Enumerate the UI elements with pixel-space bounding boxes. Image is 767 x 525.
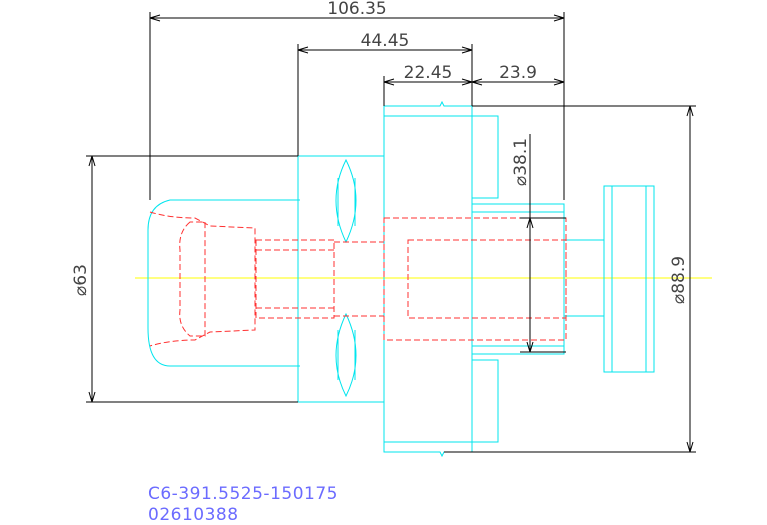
arrowheads: [149, 14, 565, 22]
dim-shank-diameter: ⌀38.1: [511, 138, 531, 186]
collet-bore-inner: [179, 221, 206, 337]
dim-collet-diameter: ⌀63: [71, 264, 91, 296]
part-number-code: C6-391.5525-150175: [148, 484, 338, 504]
arrowheads: [383, 78, 473, 86]
spindle-bore-inner: [407, 239, 567, 319]
arrowheads: [297, 46, 473, 54]
collet-slot-upper: [335, 158, 357, 244]
arrowheads: [526, 217, 534, 353]
collet-nose: [147, 199, 300, 367]
collet-body: [297, 155, 385, 403]
nut-recess: [255, 239, 335, 319]
arrowheads: [686, 105, 694, 453]
spindle-bore: [383, 217, 567, 341]
collet-slot-lower: [335, 312, 357, 398]
arrowheads: [471, 78, 565, 86]
drive-key-upper: [471, 115, 499, 199]
dim-flange-width: 22.45: [404, 63, 453, 83]
dim-flange-diameter: ⌀88.9: [669, 256, 689, 304]
dim-overall-length: 106.35: [327, 0, 386, 19]
part-number-id: 02610388: [148, 505, 239, 525]
part-outline: [147, 100, 655, 458]
hidden-lines: [149, 211, 567, 347]
arrowheads: [88, 155, 96, 403]
dimensions: 106.35 44.45 22.45 23.9 ⌀38.1 ⌀63 ⌀: [71, 0, 696, 453]
flange: [383, 100, 473, 458]
dim-collet-length: 44.45: [361, 31, 410, 51]
shank: [471, 203, 565, 355]
dim-shank-length: 23.9: [499, 63, 537, 83]
retention-stud-head: [603, 185, 655, 373]
collet-bore: [149, 211, 256, 347]
drive-key-lower: [471, 359, 499, 443]
